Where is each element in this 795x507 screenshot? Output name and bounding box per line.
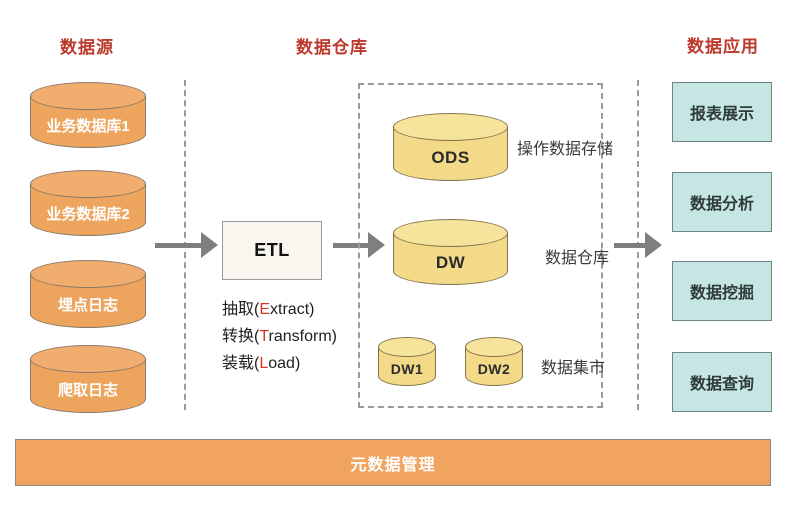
warehouse-cylinder-label: ODS	[431, 147, 470, 167]
arrow-shaft	[333, 242, 370, 248]
cylinder-top-ellipse	[30, 170, 146, 198]
etl-step-highlight-letter: L	[259, 355, 269, 372]
annotation-dw: 数据仓库	[545, 250, 610, 267]
etl-step-suffix: xtract)	[270, 301, 315, 318]
cylinder-top-ellipse	[393, 113, 508, 141]
arrow-shaft	[614, 242, 647, 248]
etl-step-load: 装载(Load)	[222, 350, 337, 377]
annotation-ods: 操作数据存储	[517, 141, 614, 158]
source-cylinder-label: 爬取日志	[57, 382, 118, 399]
etl-steps-list: 抽取(Extract) 转换(Transform) 装载(Load)	[222, 296, 337, 377]
etl-step-extract: 抽取(Extract)	[222, 296, 337, 323]
source-cylinder-business-db2: 业务数据库2	[30, 170, 146, 236]
app-box-data-analysis: 数据分析	[672, 172, 772, 232]
app-box-data-mining: 数据挖掘	[672, 261, 772, 321]
source-cylinder-crawl-log: 爬取日志	[30, 345, 146, 413]
mart-cylinder-dw1: DW1	[378, 337, 436, 386]
header-data-warehouse: 数据仓库	[296, 38, 368, 57]
etl-process-box: ETL	[222, 221, 322, 280]
cylinder-top-ellipse	[30, 82, 146, 110]
cylinder-top-ellipse	[30, 345, 146, 373]
cylinder-top-ellipse	[30, 260, 146, 288]
source-cylinder-label: 业务数据库1	[46, 118, 130, 135]
arrow-head	[645, 232, 662, 258]
warehouse-cylinder-label: DW	[435, 252, 466, 272]
arrow-head	[368, 232, 385, 258]
warehouse-cylinder-dw: DW	[393, 219, 508, 285]
arrow-etl-to-warehouse	[333, 232, 385, 258]
etl-step-suffix: ransform)	[268, 328, 337, 345]
warehouse-cylinder-ods: ODS	[393, 113, 508, 181]
source-cylinder-tracking-log: 埋点日志	[30, 260, 146, 328]
header-data-applications: 数据应用	[687, 37, 759, 56]
etl-step-prefix: 装载(	[222, 355, 260, 372]
cylinder-top-ellipse	[465, 337, 523, 357]
mart-cylinder-dw2: DW2	[465, 337, 523, 386]
mart-cylinder-label: DW1	[390, 361, 424, 377]
arrow-sources-to-etl	[155, 232, 218, 258]
metadata-management-bar: 元数据管理	[15, 439, 771, 486]
mart-cylinder-label: DW2	[477, 361, 511, 377]
etl-step-highlight-letter: E	[259, 301, 271, 318]
cylinder-top-ellipse	[393, 219, 508, 247]
etl-step-suffix: oad)	[268, 355, 301, 372]
etl-step-transform: 转换(Transform)	[222, 323, 337, 350]
cylinder-top-ellipse	[378, 337, 436, 357]
source-cylinder-business-db1: 业务数据库1	[30, 82, 146, 148]
header-data-sources: 数据源	[60, 38, 114, 57]
app-box-data-query: 数据查询	[672, 352, 772, 412]
arrow-shaft	[155, 242, 203, 248]
etl-step-prefix: 抽取(	[222, 301, 260, 318]
etl-step-prefix: 转换(	[222, 328, 260, 345]
app-box-report-display: 报表展示	[672, 82, 772, 142]
etl-step-highlight-letter: T	[259, 328, 269, 345]
annotation-data-mart: 数据集市	[541, 360, 606, 377]
arrow-head	[201, 232, 218, 258]
arrow-warehouse-to-applications	[614, 232, 662, 258]
source-cylinder-label: 埋点日志	[57, 297, 118, 314]
source-cylinder-label: 业务数据库2	[46, 206, 130, 223]
warehouse-dashed-container	[358, 83, 603, 408]
